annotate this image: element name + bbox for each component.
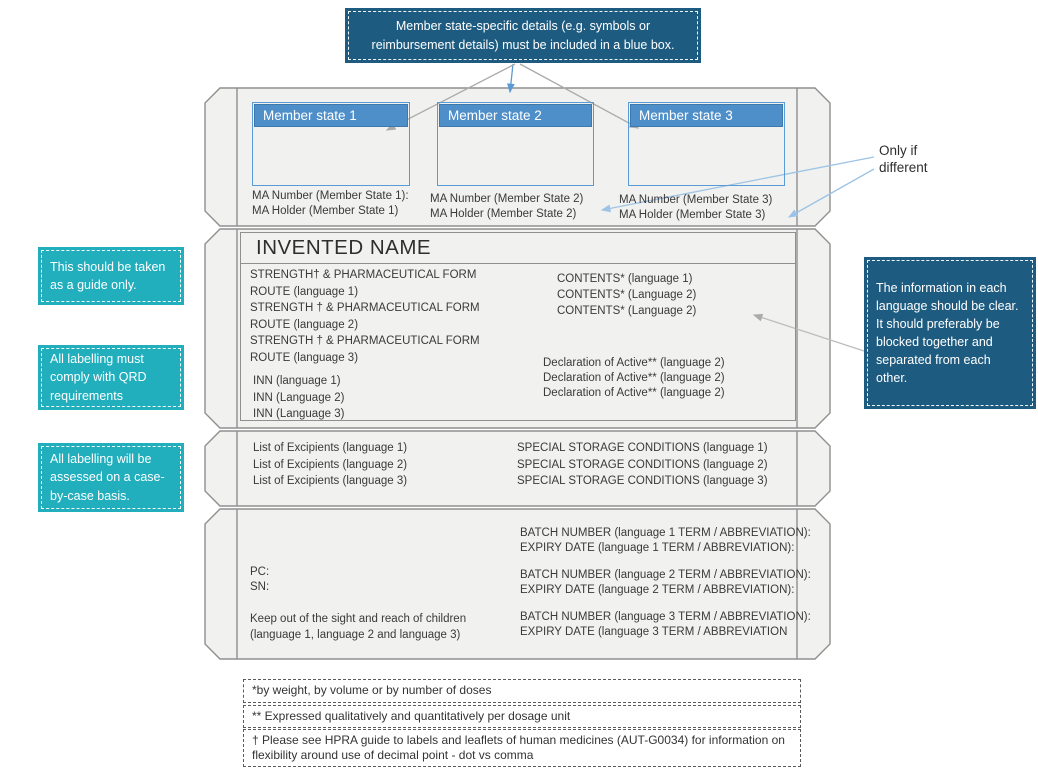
declaration-line: Declaration of Active** (language 2) <box>543 357 725 369</box>
ma-number-line: MA Number (Member State 2) <box>430 193 584 205</box>
arrow-languagenote-to-content <box>752 313 865 352</box>
batch-number-line: BATCH NUMBER (language 2 TERM / ABBREVIA… <box>520 569 811 581</box>
route-line: ROUTE (language 2) <box>250 318 359 331</box>
main-label-box: INVENTED NAME <box>240 232 796 421</box>
expiry-date-line: EXPIRY DATE (language 2 TERM / ABBREVIAT… <box>520 584 795 596</box>
contents-line: CONTENTS* (Language 2) <box>557 289 697 301</box>
note-only-if-different: Only if different <box>879 143 928 175</box>
pc-label: PC: <box>250 566 270 578</box>
keep-out-of-reach-block: Keep out of the sight and reach of child… <box>250 611 466 643</box>
footnote-asterisk: *by weight, by volume or by number of do… <box>243 679 801 703</box>
sn-label: SN: <box>250 581 270 593</box>
declaration-line: Declaration of Active** (language 2) <box>543 387 725 399</box>
excipients-block: List of Excipients (language 1) List of … <box>253 440 407 490</box>
route-line: ROUTE (language 1) <box>250 285 359 298</box>
storage-conditions-block: SPECIAL STORAGE CONDITIONS (language 1) … <box>517 440 768 490</box>
contents-line: CONTENTS* (Language 2) <box>557 305 697 317</box>
keep-out-line: (language 1, language 2 and language 3) <box>250 629 461 641</box>
member-state-box-2: Member state 2 <box>437 102 594 186</box>
route-line: ROUTE (language 3) <box>250 351 359 364</box>
batch-number-line: BATCH NUMBER (language 3 TERM / ABBREVIA… <box>520 611 811 623</box>
storage-line: SPECIAL STORAGE CONDITIONS (language 2) <box>517 458 768 471</box>
callout-text: This should be taken as a guide only. <box>50 259 166 292</box>
storage-line: SPECIAL STORAGE CONDITIONS (language 3) <box>517 475 768 487</box>
arrow-onlyif-to-state3 <box>787 168 875 218</box>
callout-guide-only: This should be taken as a guide only. <box>38 247 184 305</box>
callout-text: Member state-specific details (e.g. symb… <box>371 19 675 52</box>
strength-line: STRENGTH† & PHARMACEUTICAL FORM <box>250 269 477 281</box>
arrow-topnote-to-state3 <box>519 63 640 129</box>
ma-holder-line: MA Holder (Member State 2) <box>430 208 577 220</box>
strength-route-block: STRENGTH† & PHARMACEUTICAL FORM ROUTE (l… <box>250 267 480 366</box>
excipients-line: List of Excipients (language 1) <box>253 442 408 454</box>
ma-number-line: MA Number (Member State 3) <box>619 194 773 206</box>
footnote-dagger: † Please see HPRA guide to labels and le… <box>243 729 801 767</box>
expiry-date-line: EXPIRY DATE (language 1 TERM / ABBREVIAT… <box>520 542 795 554</box>
inn-block: INN (language 1) INN (Language 2) INN (L… <box>253 373 344 423</box>
member-state-box-3: Member state 3 <box>628 102 785 186</box>
callout-text: All labelling must comply with QRD requi… <box>50 352 147 403</box>
strength-line: STRENGTH † & PHARMACEUTICAL FORM <box>250 335 480 347</box>
invented-name-title: INVENTED NAME <box>241 233 795 264</box>
declaration-of-active-block: Declaration of Active** (language 2) Dec… <box>543 356 725 401</box>
member-state-header: Member state 3 <box>630 104 783 127</box>
batch-expiry-group-3: BATCH NUMBER (language 3 TERM / ABBREVIA… <box>520 610 811 640</box>
inn-line: INN (language 1) <box>253 375 341 387</box>
ma-details-state-3: MA Number (Member State 3) MA Holder (Me… <box>619 193 772 223</box>
carton-panel-batch <box>204 508 831 660</box>
keep-out-line: Keep out of the sight and reach of child… <box>250 613 467 625</box>
contents-block: CONTENTS* (language 1) CONTENTS* (Langua… <box>557 271 696 319</box>
storage-line: SPECIAL STORAGE CONDITIONS (language 1) <box>517 442 768 454</box>
inn-line: INN (Language 3) <box>253 408 345 420</box>
expiry-date-line: EXPIRY DATE (language 3 TERM / ABBREVIAT… <box>520 626 788 638</box>
ma-holder-line: MA Holder (Member State 1) <box>252 205 399 217</box>
batch-expiry-group-2: BATCH NUMBER (language 2 TERM / ABBREVIA… <box>520 568 811 598</box>
batch-expiry-group-1: BATCH NUMBER (language 1 TERM / ABBREVIA… <box>520 526 811 556</box>
pc-sn-block: PC: SN: <box>250 565 269 595</box>
carton-panel-excipients <box>204 430 831 507</box>
arrow-onlyif-to-state2 <box>600 156 875 213</box>
batch-number-line: BATCH NUMBER (language 1 TERM / ABBREVIA… <box>520 527 811 539</box>
callout-language-blocking: The information in each language should … <box>864 257 1036 409</box>
contents-line: CONTENTS* (language 1) <box>557 273 693 285</box>
ma-number-line: MA Number (Member State 1): <box>252 190 409 202</box>
callout-member-state-details: Member state-specific details (e.g. symb… <box>345 8 701 63</box>
ma-details-state-2: MA Number (Member State 2) MA Holder (Me… <box>430 192 583 222</box>
member-state-box-1: Member state 1 <box>252 102 410 186</box>
member-state-header: Member state 2 <box>439 104 592 127</box>
excipients-line: List of Excipients (language 2) <box>253 458 408 471</box>
arrow-topnote-to-state1 <box>385 63 516 131</box>
callout-text: All labelling will be assessed on a case… <box>50 452 165 503</box>
ma-details-state-1: MA Number (Member State 1): MA Holder (M… <box>252 189 409 219</box>
strength-line: STRENGTH † & PHARMACEUTICAL FORM <box>250 302 480 314</box>
callout-text: The information in each language should … <box>876 280 1019 386</box>
member-state-header: Member state 1 <box>254 104 408 127</box>
ma-holder-line: MA Holder (Member State 3) <box>619 209 766 221</box>
declaration-line: Declaration of Active** (language 2) <box>543 372 725 384</box>
callout-qrd-requirements: All labelling must comply with QRD requi… <box>38 345 184 410</box>
callout-case-by-case: All labelling will be assessed on a case… <box>38 443 184 512</box>
inn-line: INN (Language 2) <box>253 391 345 404</box>
footnote-double-asterisk: ** Expressed qualitatively and quantitat… <box>243 705 801 728</box>
excipients-line: List of Excipients (language 3) <box>253 475 408 487</box>
arrow-topnote-to-state2 <box>507 63 515 94</box>
